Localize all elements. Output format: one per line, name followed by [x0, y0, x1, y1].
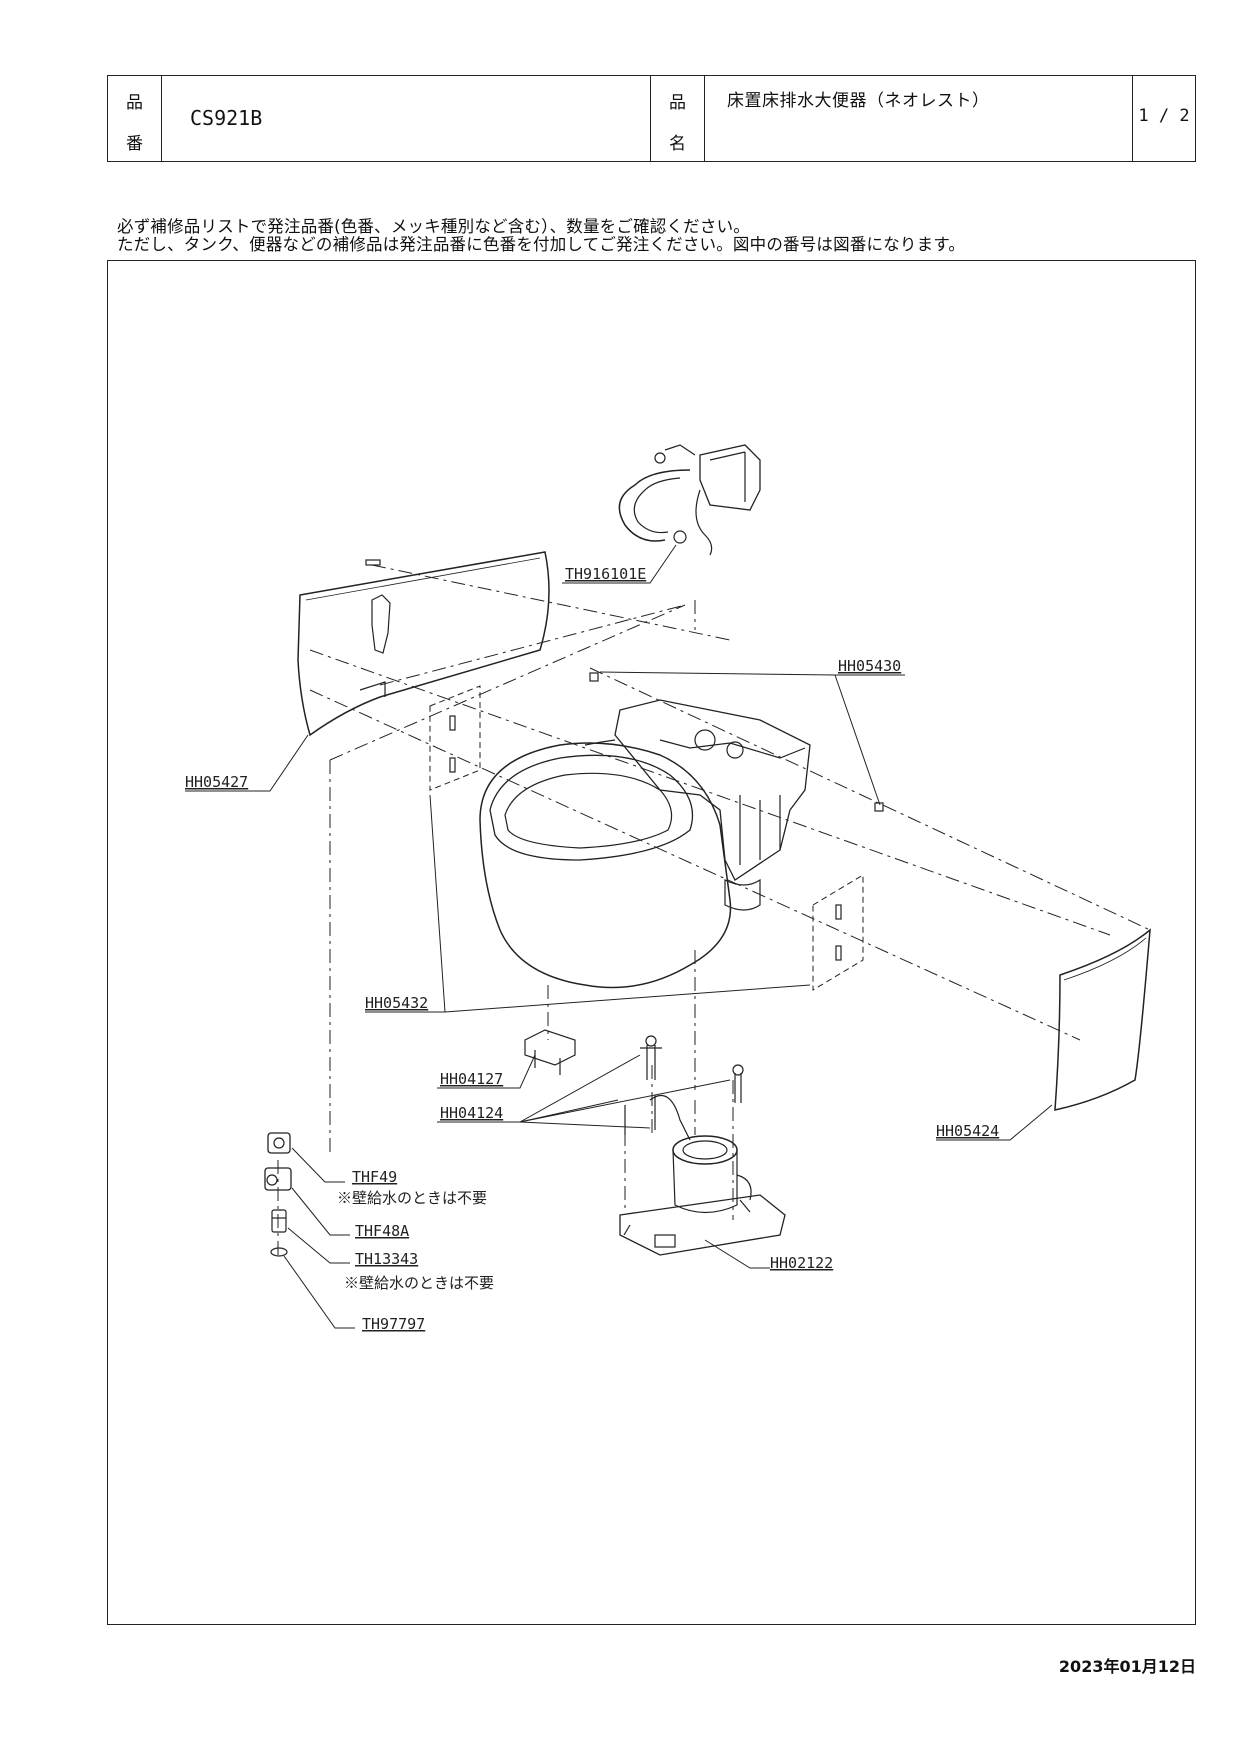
page-cell: 1 / 2 — [1133, 76, 1195, 161]
product-name-cell: 床置床排水大便器（ネオレスト） — [705, 76, 1133, 161]
name-label-bottom: 名 — [669, 134, 686, 154]
label-HH04124: HH04124 — [440, 1104, 503, 1122]
label-HH05427: HH05427 — [185, 773, 248, 791]
label-TH13343: TH13343 — [355, 1250, 418, 1268]
part-no-label-bottom: 番 — [126, 134, 143, 154]
name-label-top: 品 — [669, 93, 686, 113]
label-HH04127: HH04127 — [440, 1070, 503, 1088]
note-wall-supply-2: ※壁給水のときは不要 — [344, 1274, 494, 1292]
label-HH05430: HH05430 — [838, 657, 901, 675]
label-HH05424: HH05424 — [936, 1122, 999, 1140]
label-THF48A: THF48A — [355, 1222, 409, 1240]
title-block: 品 番 CS921B 品 名 床置床排水大便器（ネオレスト） 1 / 2 — [107, 75, 1196, 162]
part-number: CS921B — [190, 106, 263, 130]
label-THF49: THF49 — [352, 1168, 397, 1186]
part-no-label-top: 品 — [126, 93, 143, 113]
part-no-cell: CS921B — [162, 76, 651, 161]
label-TH97797: TH97797 — [362, 1315, 425, 1333]
note-line-1: 必ず補修品リストで発注品番(色番、メッキ種別など含む）、数量をご確認ください。 — [117, 217, 750, 236]
issue-date: 2023年01月12日 — [1058, 1657, 1196, 1676]
label-TH916101E: TH916101E — [565, 565, 646, 583]
name-label-cell: 品 名 — [651, 76, 705, 161]
product-name: 床置床排水大便器（ネオレスト） — [727, 91, 990, 111]
label-HH02122: HH02122 — [770, 1254, 833, 1272]
note-wall-supply-1: ※壁給水のときは不要 — [337, 1189, 487, 1207]
label-HH05432: HH05432 — [365, 994, 428, 1012]
diagram-frame — [107, 260, 1196, 1625]
page-number: 1 / 2 — [1138, 106, 1190, 126]
note-line-2: ただし、タンク、便器などの補修品は発注品番に色番を付加してご発注ください。図中の… — [117, 235, 966, 254]
part-no-label-cell: 品 番 — [108, 76, 162, 161]
